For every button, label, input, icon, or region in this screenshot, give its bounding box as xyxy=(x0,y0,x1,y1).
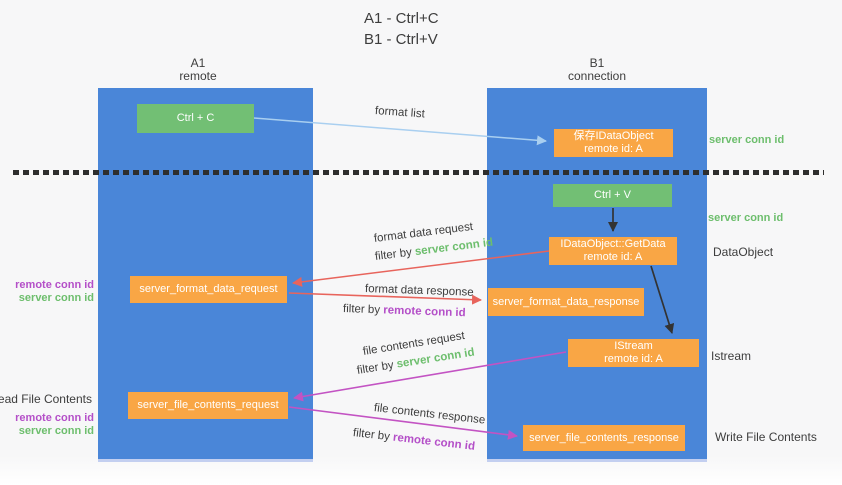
istream-line1: IStream xyxy=(614,340,653,352)
server-file-contents-response-label: server_file_contents_response xyxy=(529,431,679,444)
write-file-contents-label: Write File Contents xyxy=(715,430,817,444)
file-contents-response-arrow xyxy=(288,406,518,440)
title-line-1: A1 - Ctrl+C xyxy=(364,10,439,27)
lane-header-b1: B1 connection xyxy=(497,57,697,83)
lane-a1-subtitle: remote xyxy=(179,69,217,83)
lane-a1-title: A1 xyxy=(190,56,206,70)
istream-side-label: Istream xyxy=(711,349,752,363)
istream-node: IStream remote id: A xyxy=(568,339,699,367)
ctrl-c-label: Ctrl + C xyxy=(176,112,215,124)
left-server-conn-id-label-1: server conn id xyxy=(18,292,94,304)
server-format-data-request-node: server_format_data_request xyxy=(130,276,287,303)
lane-b1-subtitle: connection xyxy=(567,69,627,83)
diagram-title: A1 - Ctrl+C B1 - Ctrl+V xyxy=(364,8,439,50)
getdata-line2: remote id: A xyxy=(583,251,643,263)
format-data-response-arrow xyxy=(288,292,482,305)
lane-b1-title: B1 xyxy=(589,56,605,70)
format-data-request-arrow xyxy=(292,250,550,287)
right-server-conn-id-label-1: server conn id xyxy=(709,134,785,146)
idataobject-getdata-node: IDataObject::GetData remote id: A xyxy=(549,237,677,265)
left-server-conn-id-label-2: server conn id xyxy=(18,425,94,437)
server-format-data-response-node: server_format_data_response xyxy=(488,288,644,316)
file-contents-request-arrow xyxy=(293,351,567,402)
save-idataobject-line1: 保存IDataObject xyxy=(573,130,654,142)
ctrl-c-node: Ctrl + C xyxy=(137,104,254,133)
filter-by-text: filter by xyxy=(342,303,384,317)
ctrl-v-label: Ctrl + V xyxy=(594,189,631,201)
session-separator-dotted-line xyxy=(13,170,824,175)
getdata-to-istream-arrow xyxy=(650,265,675,334)
save-idataobject-line2: remote id: A xyxy=(584,143,643,155)
right-server-conn-id-label-2: server conn id xyxy=(708,212,784,224)
save-idataobject-node: 保存IDataObject remote id: A xyxy=(554,129,673,157)
server-file-contents-request-node: server_file_contents_request xyxy=(128,392,288,419)
left-remote-conn-id-label-1: remote conn id xyxy=(15,279,94,291)
left-remote-conn-id-label-2: remote conn id xyxy=(15,412,94,424)
ctrl-v-node: Ctrl + V xyxy=(553,184,672,207)
istream-line2: remote id: A xyxy=(604,353,663,365)
server-format-data-request-label: server_format_data_request xyxy=(139,283,278,295)
server-format-data-response-label: server_format_data_response xyxy=(492,295,640,308)
read-file-contents-label: Read File Contents xyxy=(0,392,92,406)
lane-header-a1: A1 remote xyxy=(98,57,298,83)
title-line-2: B1 - Ctrl+V xyxy=(364,31,438,48)
getdata-line1: IDataObject::GetData xyxy=(560,238,666,250)
server-file-contents-response-node: server_file_contents_response xyxy=(523,425,685,451)
format-list-arrow xyxy=(253,117,547,146)
server-file-contents-request-label: server_file_contents_request xyxy=(137,399,279,411)
dataobject-label: DataObject xyxy=(713,245,774,259)
